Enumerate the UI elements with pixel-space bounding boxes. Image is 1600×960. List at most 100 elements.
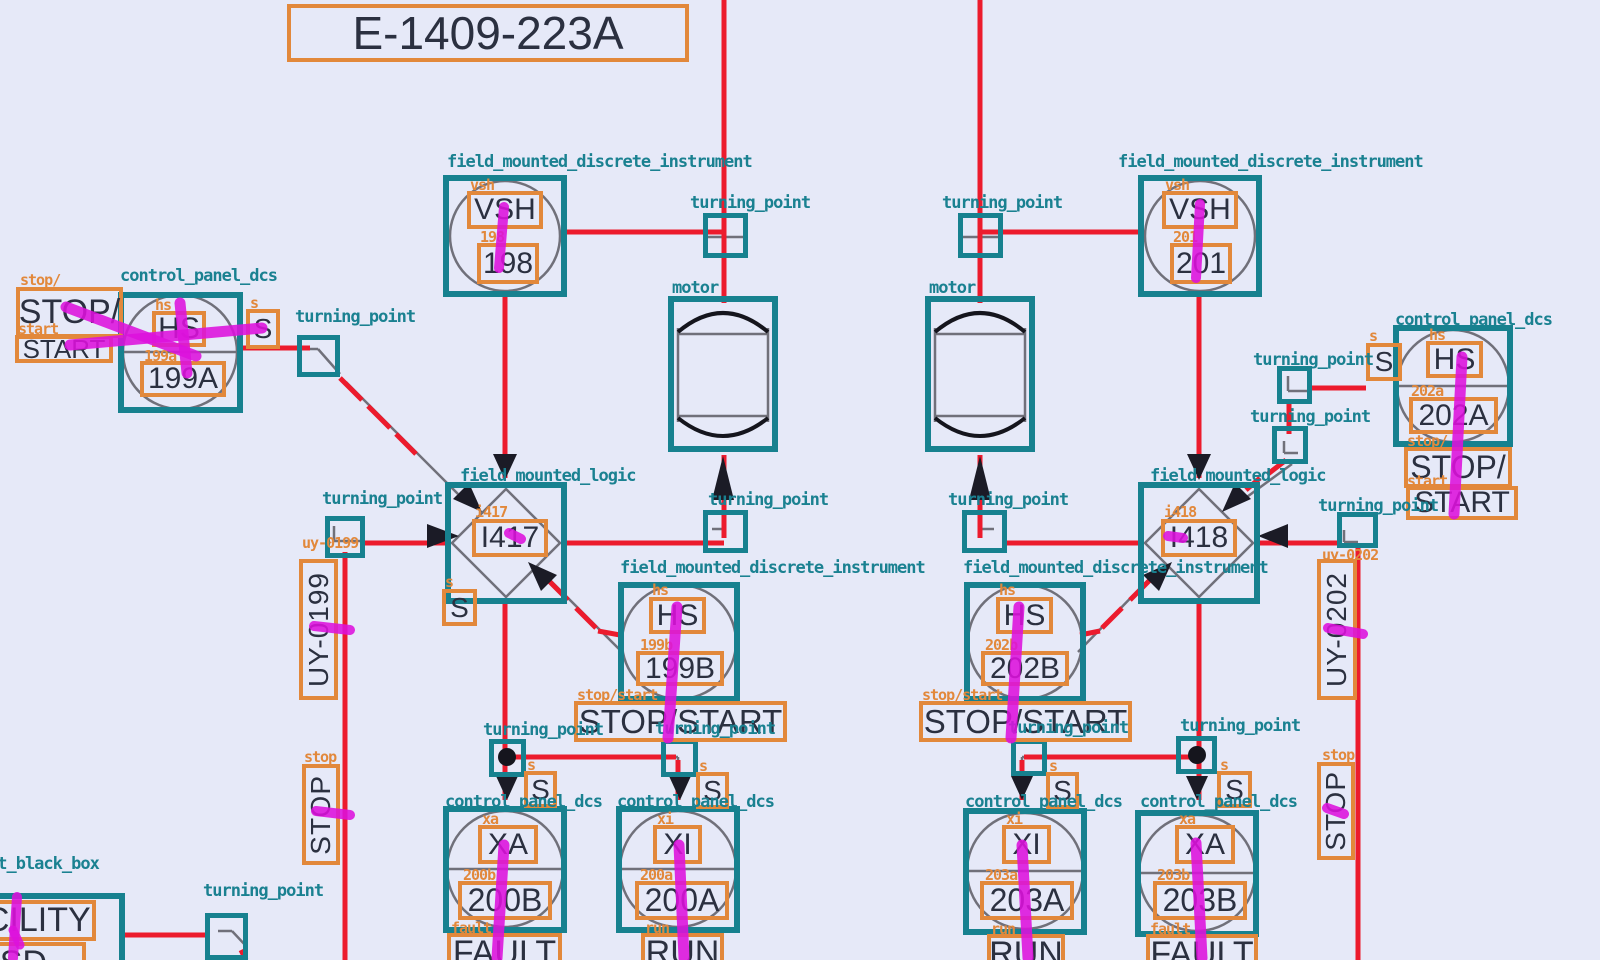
class-label-tp7: turning_point [483, 720, 604, 740]
tag-label-s: s [250, 294, 259, 312]
magenta-annotation-stroke [60, 301, 202, 362]
tag-label-run: run [645, 919, 670, 937]
tagbox-fault-left: FAULT [447, 933, 562, 960]
tag-label-stop-: stop/ [1407, 432, 1448, 450]
tagbox-stopstart-left: STOP/START [574, 701, 787, 742]
signal-line [394, 432, 418, 456]
tag-label-vsh: vsh [470, 176, 495, 194]
class-label-fmdi-hs199b: field_mounted_discrete_instrument [620, 558, 926, 578]
drawing-number-text: E-1409-223A [352, 7, 624, 59]
signal-line [366, 404, 392, 430]
class-label-fmdi-vsh201: field_mounted_discrete_instrument [1118, 152, 1424, 172]
class-label-tp3: turning_point [295, 307, 416, 327]
tagbox-s-rp-right: S [1217, 771, 1252, 808]
tag-label-199b: 199b [640, 636, 673, 654]
tagbox-hs-202b: HS [996, 597, 1053, 634]
arrow-into-i418-right [1258, 524, 1288, 548]
arrow-into-i418-bottom-left [1143, 562, 1172, 591]
tagbox-s-rp-right-text: S [1225, 773, 1244, 805]
tag-label-uy-0202: uy-0202 [1322, 546, 1379, 564]
arrow-into-i418-top-right [1222, 483, 1251, 512]
class-label-tp14: turning_point [203, 881, 324, 901]
class-label-fmdi-hs202b: field_mounted_discrete_instrument [963, 558, 1269, 578]
magenta-annotation-stroke [1005, 601, 1025, 744]
tagbox-num-199b-text: 199B [644, 651, 716, 685]
bbox-turning-point-13 [1337, 512, 1378, 548]
magenta-annotation-stroke [1190, 837, 1208, 960]
tagbox-start-202a-text: START [1414, 486, 1510, 519]
bbox-turning-point-12 [1272, 426, 1308, 464]
bbox-turning-point-2 [958, 213, 1003, 258]
arrow-into-i417-top [493, 454, 517, 480]
bbox-motor-1 [668, 296, 778, 452]
motor-drum-arc [933, 416, 1027, 438]
class-label-tp12: turning_point [1250, 407, 1371, 427]
magenta-annotation-stroke [1323, 623, 1368, 639]
tag-label-stop-start: stop/start [577, 686, 658, 704]
class-label-tp10: turning_point [1180, 716, 1301, 736]
bbox-turning-point-3 [297, 335, 340, 377]
tagbox-s-lp-left-text: S [531, 773, 550, 805]
bbox-motor-2 [925, 296, 1035, 452]
signal-line [338, 376, 364, 402]
magenta-annotation-stroke [1163, 531, 1188, 543]
magenta-annotation-stroke [64, 322, 268, 351]
tag-label-vsh: vsh [1165, 176, 1190, 194]
tag-label-s: s [1220, 756, 1229, 774]
bbox-turning-point-14 [205, 913, 248, 960]
tagbox-s-rp-left-text: S [1053, 774, 1072, 806]
magenta-annotation-stroke [174, 297, 193, 379]
tagbox-num-202b-text: 202B [989, 651, 1061, 685]
tagbox-stopstart-right: STOP/START [919, 701, 1132, 742]
arrow-down-xa203b [1186, 776, 1208, 800]
tagbox-num-198-text: 198 [482, 246, 534, 280]
signal-line [574, 606, 598, 630]
arrow-into-i417-left [427, 524, 459, 548]
class-label-tp6: turning_point [948, 490, 1069, 510]
tag-label-203b: 203b [1157, 866, 1190, 884]
class-label-motor1: motor [672, 278, 719, 298]
tag-label-hs: hs [652, 581, 669, 599]
arrow-into-i417-bottom-right [528, 562, 557, 591]
tag-label-hs: hs [999, 581, 1016, 599]
tag-label-run: run [991, 920, 1016, 938]
magenta-annotation-stroke [311, 806, 355, 820]
tag-label-xa: xa [482, 810, 499, 828]
tagbox-s-202a-text: S [1374, 346, 1394, 377]
tag-label-start: start [18, 320, 59, 338]
tag-label-stop-: stop/ [20, 271, 61, 289]
class-label-cpd-xi203a: control_panel_dcs [965, 792, 1123, 812]
bbox-turning-point-6 [962, 510, 1007, 553]
tagbox-stopstart-right-text: STOP/START [923, 702, 1128, 740]
class-label-cpd-hs202a: control_panel_dcs [1395, 310, 1553, 330]
tag-label-fault: fault [451, 919, 492, 937]
tag-label-s: s [1049, 757, 1058, 775]
tagbox-stopstart-left-text: STOP/START [578, 702, 783, 740]
arrow-into-i418-top [1187, 454, 1211, 480]
tag-label-xa: xa [1179, 810, 1196, 828]
tag-label-202a: 202a [1411, 382, 1444, 400]
bbox-logic-i417 [445, 482, 567, 604]
bbox-logic-i418 [1138, 482, 1260, 604]
tag-label-i418: i418 [1164, 503, 1197, 521]
magenta-annotation-stroke [1448, 351, 1468, 520]
tag-label-201: 201 [1173, 228, 1198, 246]
magenta-annotation-stroke [8, 925, 25, 950]
signal-line [597, 628, 621, 638]
tagbox-num-199b: 199B [636, 651, 724, 686]
tagbox-s-lp-right-text: S [703, 774, 722, 806]
tagbox-hs-202a-text: HS [1433, 342, 1476, 376]
arrow-down-xi203a [1011, 776, 1033, 800]
magenta-annotation-stroke [662, 601, 683, 744]
class-label-cpd-xa200b: control_panel_dcs [445, 792, 603, 812]
class-label-motor2: motor [929, 278, 976, 298]
tag-label-uy-0199: uy-0199 [302, 534, 359, 552]
process-line [1239, 462, 1293, 504]
class-label-tp5: turning_point [708, 490, 829, 510]
bbox-turning-point-5 [703, 510, 748, 553]
magenta-annotation-stroke [1016, 839, 1034, 960]
bbox-vsh-198 [443, 175, 567, 297]
magenta-annotation-stroke [494, 202, 509, 273]
